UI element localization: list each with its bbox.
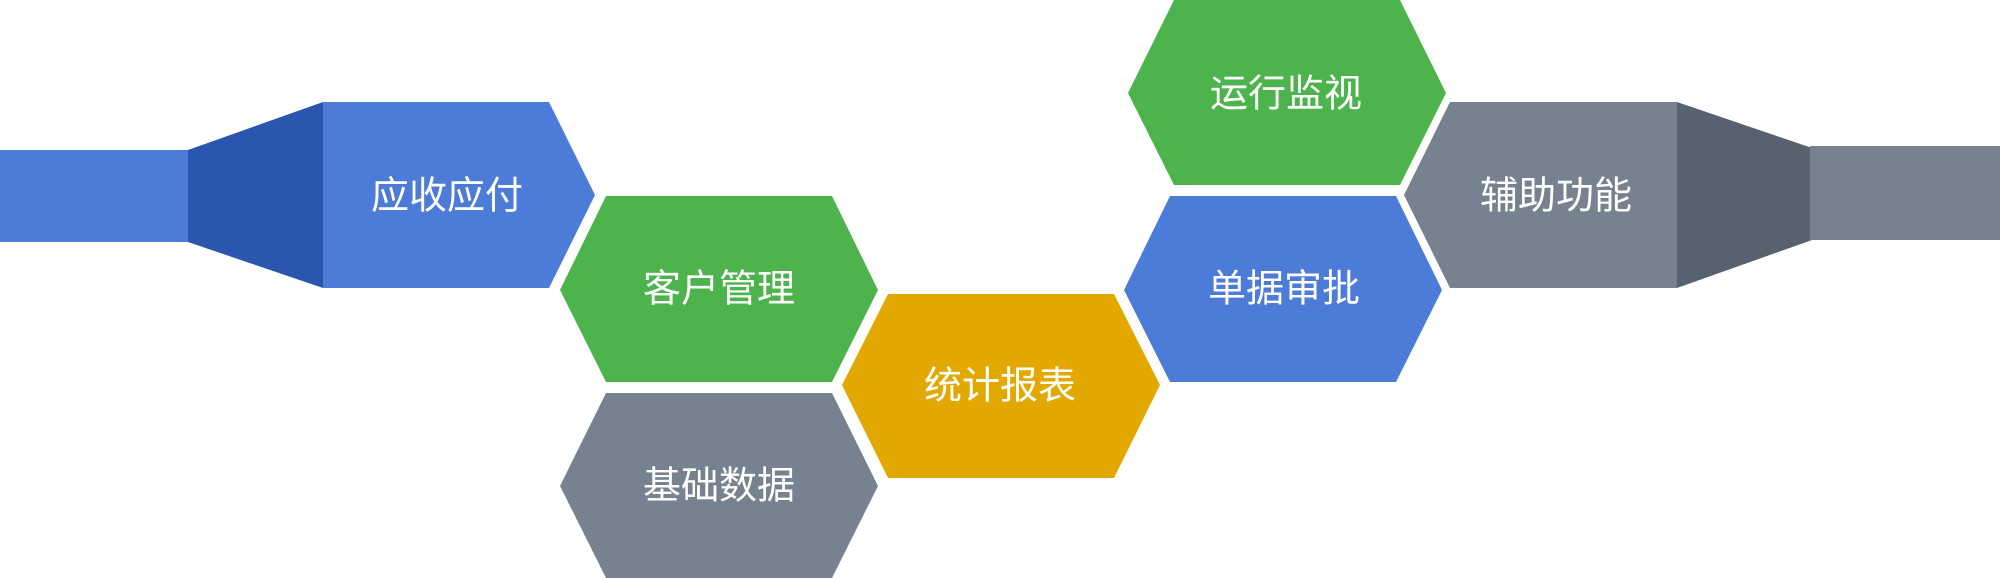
hex-auxiliary-functions	[1404, 102, 1677, 288]
label-receivable-payable: 应收应付	[371, 174, 523, 218]
label-basic-data: 基础数据	[643, 464, 795, 508]
hex-document-approval	[1124, 196, 1442, 382]
left-connector-funnel	[188, 102, 323, 288]
hex-basic-data	[560, 393, 878, 578]
label-customer-management: 客户管理	[643, 267, 795, 311]
right-connector-bar	[1810, 146, 2000, 240]
module-receivable-payable[interactable]: 应收应付	[323, 102, 595, 288]
label-statistics-reports: 统计报表	[924, 364, 1076, 408]
module-customer-management[interactable]: 客户管理	[560, 196, 878, 382]
label-document-approval: 单据审批	[1208, 267, 1360, 311]
module-operation-monitoring[interactable]: 运行监视	[1128, 0, 1446, 185]
label-operation-monitoring: 运行监视	[1210, 72, 1362, 116]
module-statistics-reports[interactable]: 统计报表	[842, 294, 1160, 478]
hex-receivable-payable	[323, 102, 595, 288]
label-auxiliary-functions: 辅助功能	[1480, 174, 1632, 218]
hex-operation-monitoring	[1128, 0, 1446, 185]
left-connector-bar	[0, 150, 190, 242]
module-basic-data[interactable]: 基础数据	[560, 393, 878, 578]
right-connector-funnel	[1677, 102, 1812, 288]
module-document-approval[interactable]: 单据审批	[1124, 196, 1442, 382]
module-auxiliary-functions[interactable]: 辅助功能	[1404, 102, 1677, 288]
hex-statistics-reports	[842, 294, 1160, 478]
hex-customer-management	[560, 196, 878, 382]
